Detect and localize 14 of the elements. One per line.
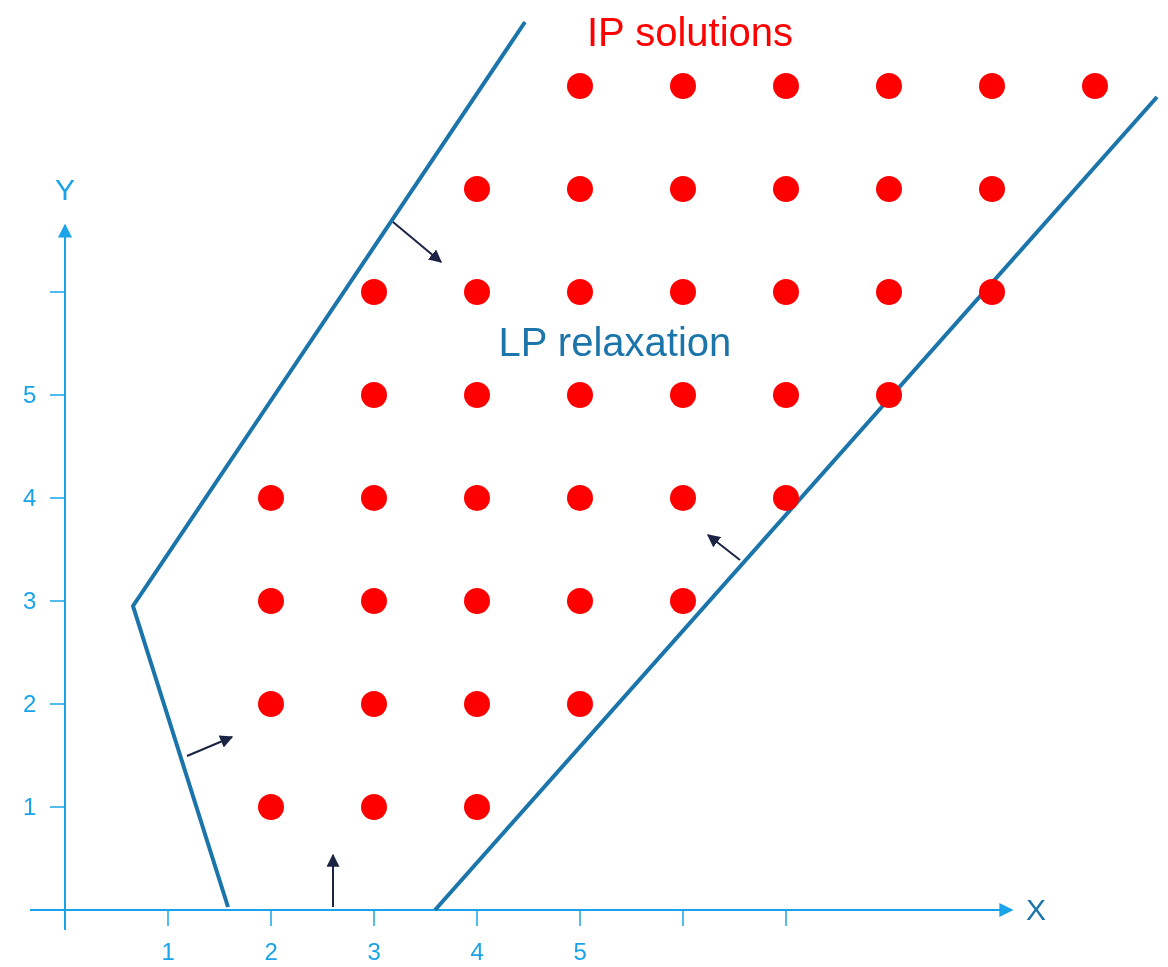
tick-label: 3: [23, 589, 37, 613]
tick-label: 4: [470, 940, 484, 964]
tick-label: 1: [23, 795, 37, 819]
tick-label: 5: [23, 383, 37, 407]
tick-label: 2: [23, 692, 37, 716]
axis-label: X: [1026, 895, 1046, 925]
tick-label: 1: [161, 940, 175, 964]
region-label: LP relaxation: [498, 322, 732, 362]
tick-label: 2: [264, 940, 278, 964]
tick-label: 5: [573, 940, 587, 964]
region-label: IP solutions: [587, 12, 794, 52]
axis-label: Y: [55, 175, 75, 205]
tick-label: 4: [23, 486, 37, 510]
tick-label: 3: [367, 940, 381, 964]
